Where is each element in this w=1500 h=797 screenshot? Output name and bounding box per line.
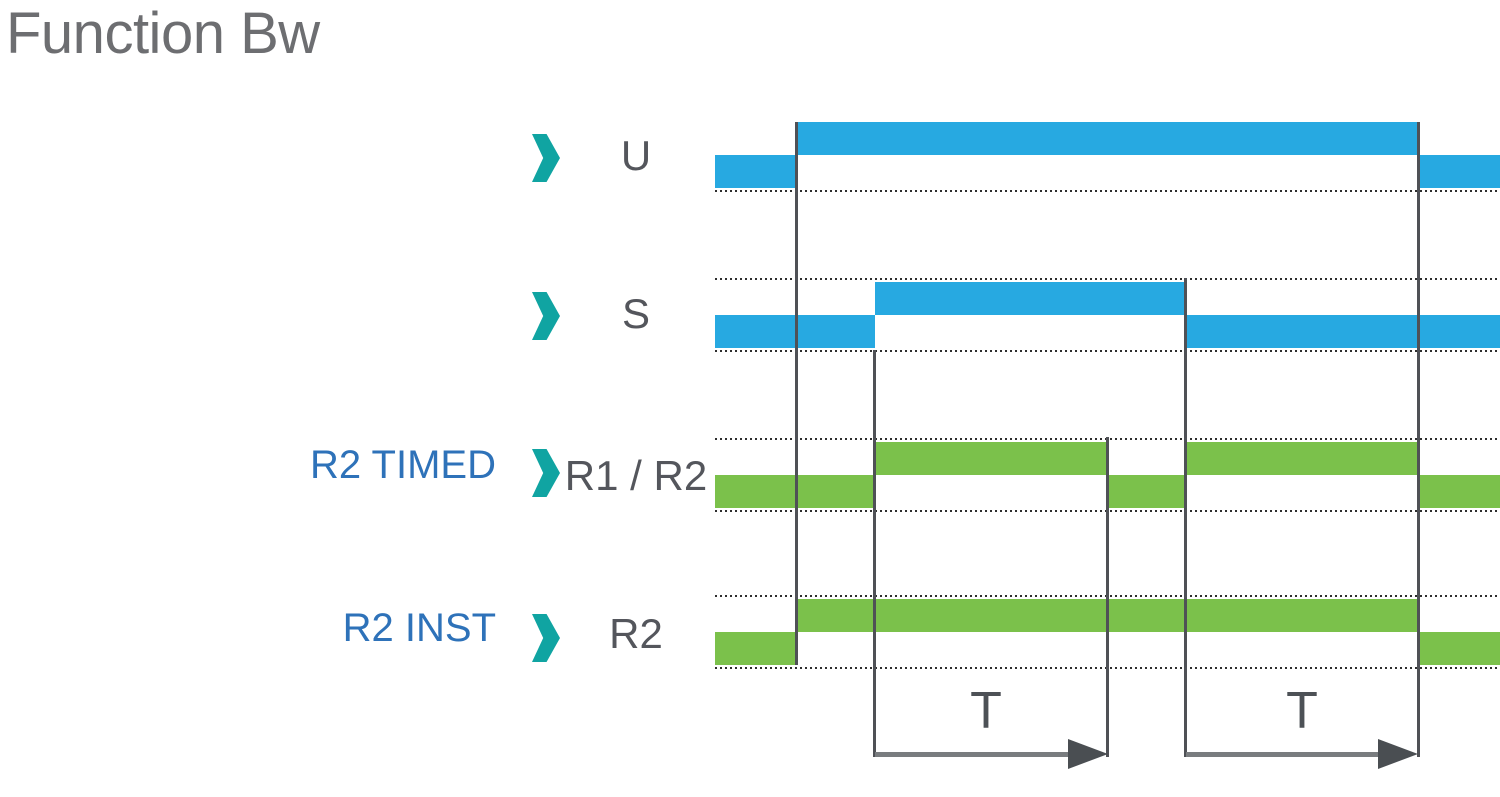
dotted-reference-line: [715, 350, 1500, 352]
transition-marker-line: [795, 122, 798, 665]
time-duration-label: T: [1286, 682, 1318, 740]
page-title: Function Bw: [6, 1, 320, 66]
dotted-reference-line: [715, 278, 1500, 280]
transition-marker-line: [1106, 437, 1109, 757]
side-label-r2-timed: R2 TIMED: [310, 443, 496, 487]
time-arrow-line: [875, 752, 1070, 757]
signal-bar-low: [1108, 475, 1187, 508]
signal-bar-high: [797, 122, 1419, 155]
signal-bar-low: [715, 632, 797, 665]
signal-name-r2: R2: [609, 610, 663, 657]
signal-bar-high: [1187, 442, 1419, 475]
signal-name-s: S: [621, 290, 650, 337]
time-arrow-line: [1186, 752, 1380, 757]
time-arrow-head-icon: [1068, 739, 1108, 769]
signal-bar-low: [1419, 632, 1500, 665]
signal-name-u: U: [620, 132, 652, 179]
transition-marker-line: [873, 350, 876, 757]
side-label-r2-inst: R2 INST: [342, 606, 496, 650]
transition-marker-line: [1417, 122, 1420, 757]
signal-bar-low: [1419, 475, 1500, 508]
signal-bar-low: [1419, 155, 1500, 188]
signal-bar-high: [875, 282, 1186, 315]
time-arrow-head-icon: [1378, 739, 1418, 769]
signal-name-r1r2: R1 / R2: [564, 452, 708, 499]
transition-marker-line: [1184, 278, 1187, 757]
signal-bar-high: [875, 442, 1108, 475]
time-duration-label: T: [970, 682, 1002, 740]
signal-bar-low: [715, 155, 797, 188]
dotted-reference-line: [715, 190, 1500, 192]
signal-bar-low: [1186, 315, 1500, 348]
